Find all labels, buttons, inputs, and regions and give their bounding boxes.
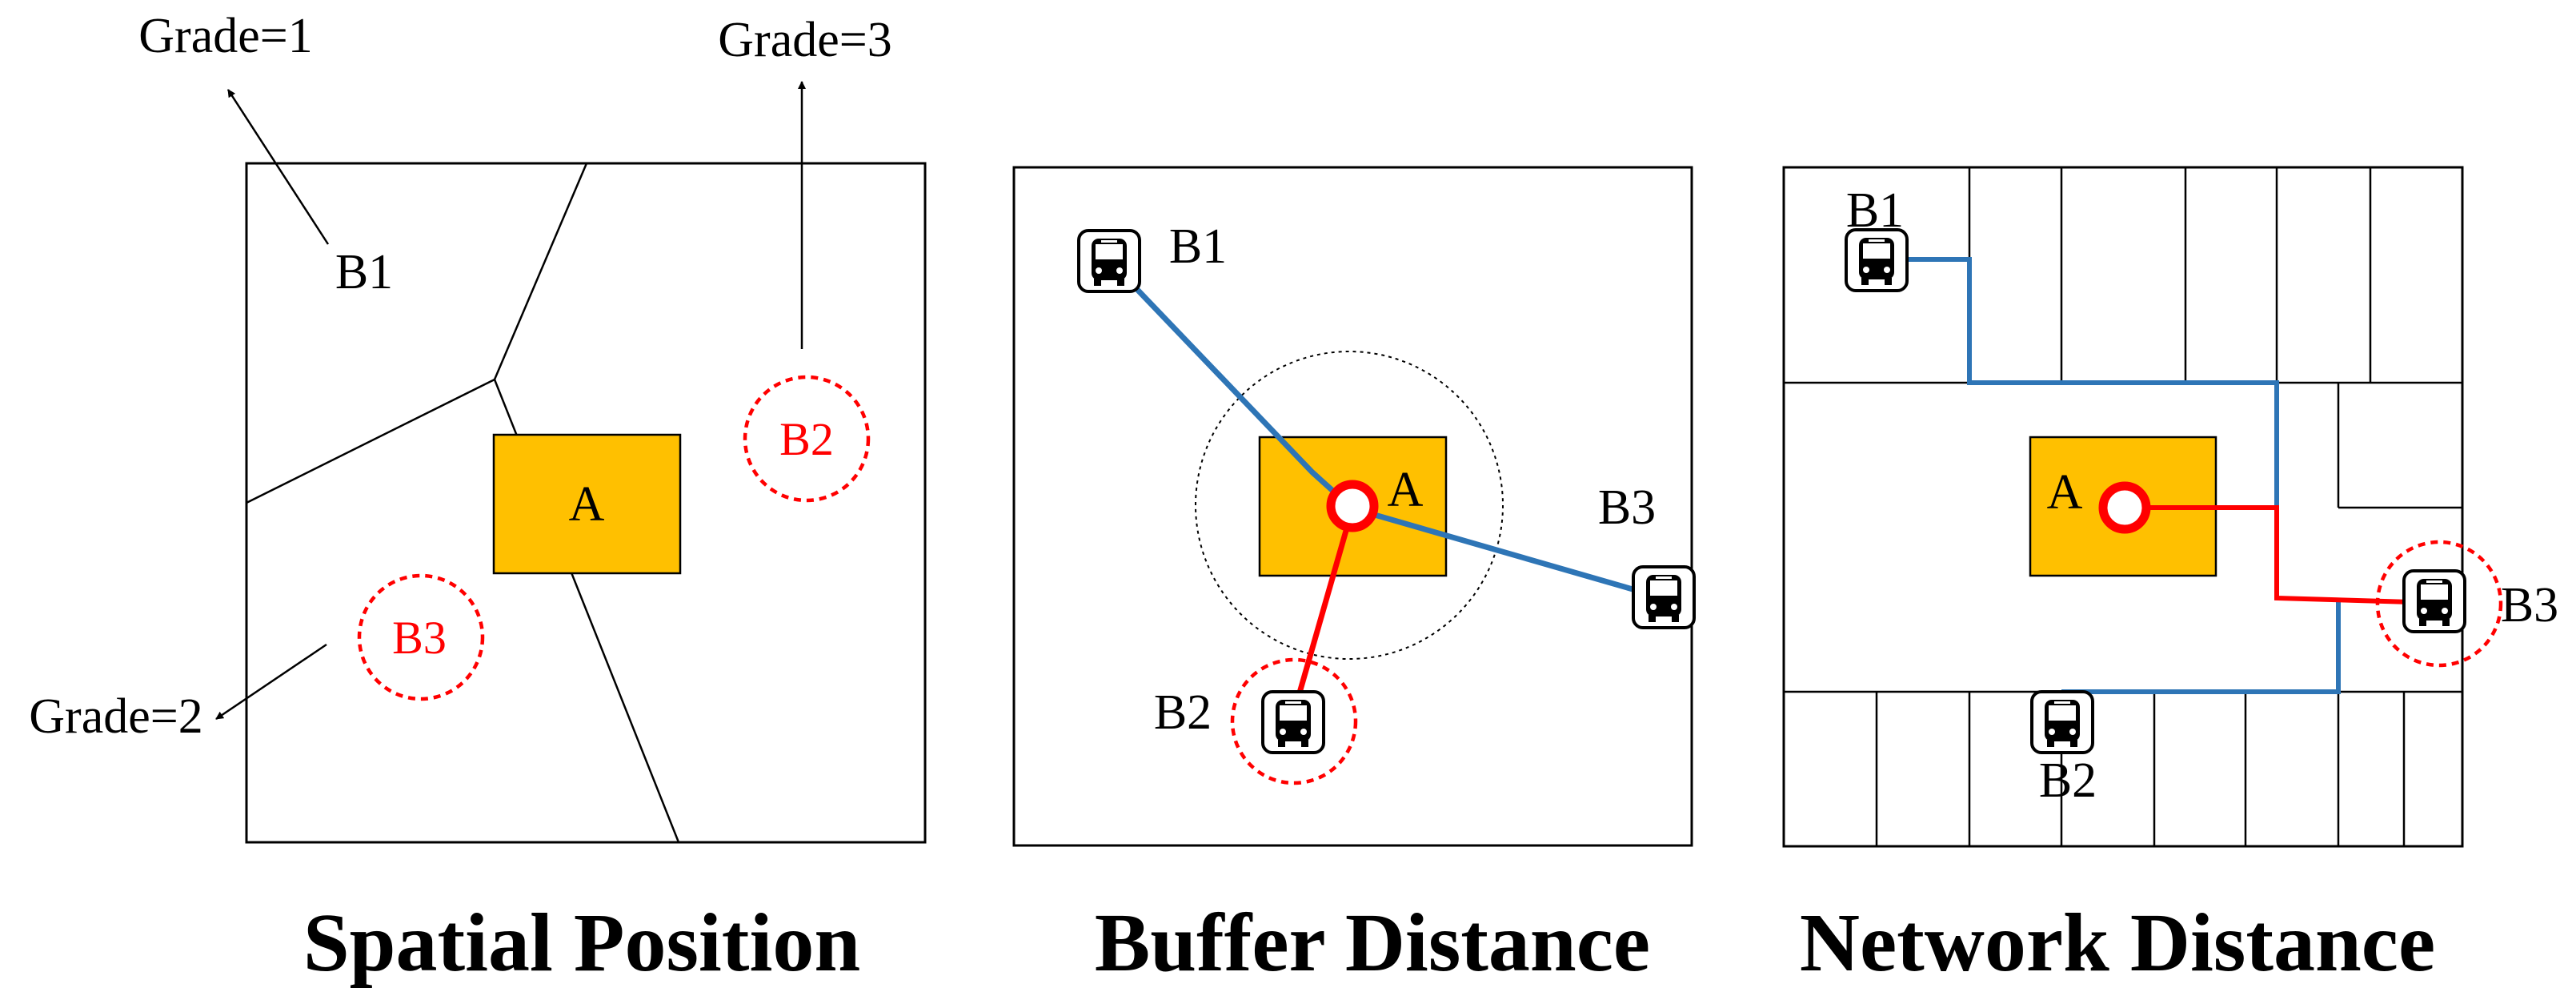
bus-icon — [2402, 569, 2466, 633]
bus-icon — [1077, 229, 1141, 293]
path-to-b2 — [2061, 598, 2341, 694]
bus-icon — [2030, 690, 2094, 754]
panel-network-distance: A B1 B2 B3 Network Distance — [1782, 166, 2558, 989]
stop-highlight-b2 — [1230, 657, 1358, 785]
building-label: A — [1388, 463, 1424, 517]
grade-label-b2: Grade=3 — [718, 13, 891, 67]
path-to-b1 — [1906, 257, 2279, 598]
stop-label-b1: B1 — [1846, 183, 1904, 238]
stop-highlight-b3 — [2375, 540, 2503, 668]
panel-title: Network Distance — [1800, 897, 2435, 989]
buffer-zone — [1195, 351, 1504, 660]
origin-marker — [2098, 481, 2151, 534]
grade-label-b3: Grade=2 — [29, 689, 202, 744]
path-to-b2 — [1288, 508, 1356, 721]
bus-icon — [1845, 228, 1909, 292]
grade-arrow-b1 — [226, 89, 330, 245]
origin-marker — [1326, 480, 1379, 532]
stop-label-b2: B2 — [1154, 685, 1212, 740]
panel-spatial-position: A B1 Grade=1 B2 Grade=3 B3 Grade=2 Spati… — [29, 9, 927, 989]
stop-label-b1: B1 — [1169, 219, 1227, 274]
stop-label-b2: B2 — [779, 413, 834, 465]
stop-label-b3: B3 — [392, 612, 447, 664]
panel-frame — [1012, 166, 1693, 847]
panel-buffer-distance: A B1 B3 B2 Buffer Distance — [1012, 166, 1696, 989]
grade-label-b1: Grade=1 — [138, 9, 312, 63]
building-a — [492, 433, 682, 575]
grade-arrow-b3 — [215, 643, 327, 721]
path-to-b3 — [2127, 505, 2438, 605]
stop-label-b1: B1 — [335, 245, 393, 299]
building-label: A — [2047, 465, 2083, 520]
stop-label-b2: B2 — [2039, 753, 2097, 808]
bus-icon — [1632, 565, 1696, 629]
path-to-b3 — [1352, 505, 1661, 600]
panel-title: Buffer Distance — [1095, 897, 1650, 989]
stop-label-b3: B3 — [1598, 480, 1656, 535]
panel-title: Spatial Position — [303, 897, 860, 989]
bus-icon — [1261, 690, 1325, 754]
building-label: A — [569, 477, 605, 532]
stop-highlight-b2 — [743, 375, 871, 503]
stop-label-b3: B3 — [2501, 578, 2558, 633]
stop-highlight-b3 — [357, 573, 485, 701]
